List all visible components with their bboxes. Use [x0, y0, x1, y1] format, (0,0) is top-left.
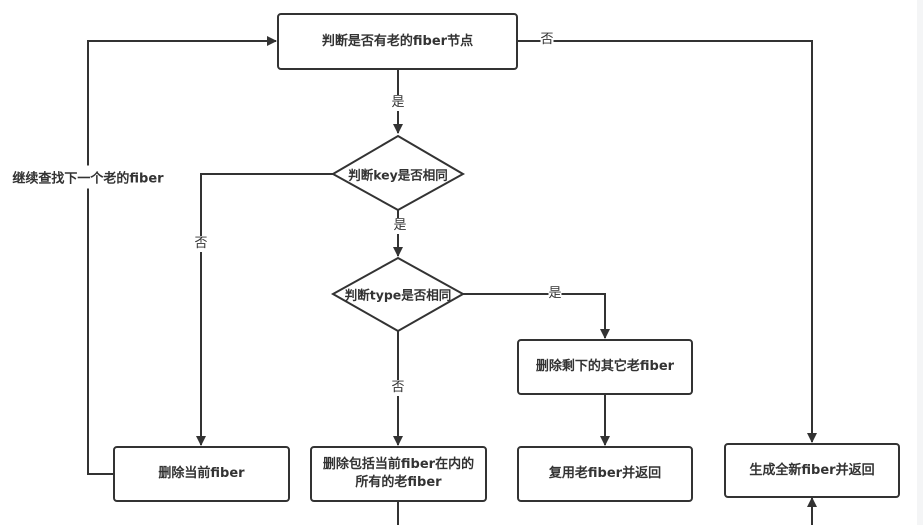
node-delete-current: 删除当前fiber — [113, 446, 290, 502]
edge-type-yes — [463, 293, 610, 339]
edge-label-key-no: 否 — [194, 236, 208, 252]
edge-label-loop-back: 继续查找下一个老的fiber — [12, 165, 164, 189]
edge-label-old-no: 否 — [540, 32, 554, 48]
node-delete-remaining: 删除剩下的其它老fiber — [517, 339, 693, 395]
edge-old-no — [518, 40, 817, 443]
edge-label-key-yes: 是 — [393, 218, 407, 234]
decision-check-key: 判断key是否相同 — [348, 167, 448, 183]
node-delete-all-old-text: 删除包括当前fiber在内的所有的老fiber — [322, 457, 475, 490]
node-delete-current-text: 删除当前fiber — [158, 466, 245, 481]
node-delete-remaining-text: 删除剩下的其它老fiber — [535, 359, 675, 374]
decision-check-type: 判断type是否相同 — [344, 287, 452, 303]
node-delete-all-old: 删除包括当前fiber在内的所有的老fiber — [310, 446, 487, 502]
node-reuse-old-text: 复用老fiber并返回 — [548, 466, 662, 481]
node-check-old-fiber: 判断是否有老的fiber节点 — [277, 13, 518, 70]
scrollbar-track — [917, 0, 923, 525]
edge-label-old-yes: 是 — [391, 95, 405, 111]
decision-type-shape — [330, 256, 466, 333]
edge-label-type-no: 否 — [391, 380, 405, 396]
node-check-old-fiber-text: 判断是否有老的fiber节点 — [321, 33, 474, 49]
node-create-new-text: 生成全新fiber并返回 — [749, 462, 875, 478]
decision-key-shape — [330, 134, 466, 212]
edge-label-type-yes: 是 — [548, 286, 562, 302]
node-create-new: 生成全新fiber并返回 — [724, 443, 900, 498]
edge-loop-back — [87, 36, 277, 475]
edge-key-no — [196, 173, 333, 446]
node-reuse-old: 复用老fiber并返回 — [517, 446, 693, 502]
